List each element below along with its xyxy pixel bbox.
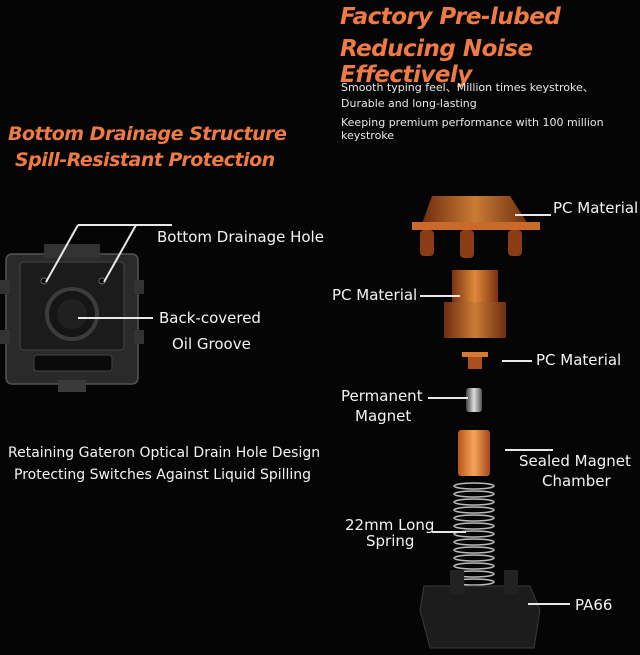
oil-groove-leader: [78, 317, 153, 319]
features-desc-2: Durable and long-lasting: [341, 97, 477, 110]
features-desc-1: Smooth typing feel、Million times keystro…: [341, 81, 594, 94]
features-title-line2: Reducing Noise Effectively: [340, 36, 533, 88]
leader-small-part: [502, 360, 532, 362]
label-stem: PC Material: [332, 286, 418, 304]
callout-oil-groove-1: Back-covered: [159, 309, 261, 327]
leader-chamber: [505, 449, 553, 451]
drainage-title-line1: Bottom Drainage Structure: [8, 123, 287, 145]
callout-drain-hole: Bottom Drainage Hole: [157, 228, 324, 246]
leader-top-housing: [515, 214, 551, 216]
drain-hole-leader: [78, 224, 172, 226]
label-magnet-1: Permanent: [341, 387, 423, 405]
leader-spring: [432, 531, 466, 533]
label-top-housing: PC Material: [553, 199, 639, 217]
features-desc-3: Keeping premium performance with 100 mil…: [341, 116, 604, 142]
caption-line1: Retaining Gateron Optical Drain Hole Des…: [8, 445, 321, 461]
leader-magnet: [428, 397, 468, 399]
label-bottom-housing: PA66: [575, 596, 613, 614]
leader-stem: [420, 295, 460, 297]
label-spring-1: 22mm Long: [345, 516, 435, 534]
label-chamber-2: Chamber: [542, 472, 611, 490]
label-spring-2: Spring: [366, 532, 415, 550]
leader-bottom-housing: [528, 603, 570, 605]
label-chamber-1: Sealed Magnet: [519, 452, 631, 470]
drain-hole-leader-lines: [45, 224, 137, 283]
label-small-part: PC Material: [536, 351, 622, 369]
features-title-line1: Factory Pre-lubed: [340, 4, 561, 30]
callout-oil-groove-2: Oil Groove: [172, 335, 251, 353]
caption-line2: Protecting Switches Against Liquid Spill…: [14, 467, 312, 483]
label-magnet-2: Magnet: [355, 407, 412, 425]
drainage-title-line2: Spill-Resistant Protection: [15, 149, 275, 171]
